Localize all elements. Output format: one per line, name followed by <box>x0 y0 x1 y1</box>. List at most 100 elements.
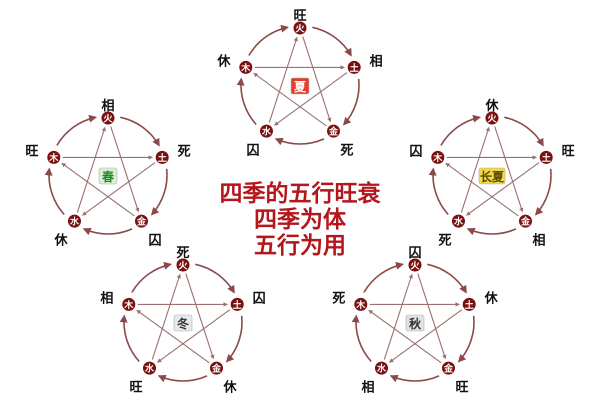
element-name-fire: 火 <box>103 114 113 125</box>
controlling-arrow <box>274 72 348 126</box>
controlling-arrow <box>417 273 447 360</box>
generating-arrow <box>428 167 449 216</box>
generating-arrow <box>363 261 405 293</box>
generating-arrow <box>225 315 243 363</box>
controlling-arrow <box>82 162 156 216</box>
state-label-metal: 囚 <box>148 234 161 249</box>
element-name-water: 水 <box>377 363 387 375</box>
element-name-water: 水 <box>145 363 155 375</box>
state-label-wood: 休 <box>216 53 231 69</box>
state-label-fire: 囚 <box>408 246 421 261</box>
state-label-water: 囚 <box>246 144 259 159</box>
element-name-earth: 土 <box>233 299 242 311</box>
element-node-earth <box>346 59 362 75</box>
controlling-arrow <box>253 72 327 127</box>
generating-arrow <box>342 78 360 126</box>
controlling-arrow <box>389 309 463 363</box>
generating-arrow <box>274 137 325 146</box>
element-name-wood: 木 <box>240 62 251 74</box>
season-name: 长夏 <box>480 169 505 184</box>
state-label-fire: 旺 <box>293 9 306 24</box>
element-node-water <box>451 213 466 229</box>
element-name-fire: 火 <box>410 261 420 272</box>
element-node-water <box>374 360 389 376</box>
element-name-water: 水 <box>70 216 80 228</box>
controlling-arrow <box>151 273 181 360</box>
element-node-fire <box>100 110 116 126</box>
season-badge <box>405 314 425 332</box>
controlling-arrow <box>76 126 106 213</box>
title-line-3: 五行为用 <box>254 232 346 259</box>
state-label-earth: 旺 <box>562 144 575 159</box>
generating-arrow <box>120 116 160 147</box>
diagram-summer: 夏火旺土相金死水囚木休 <box>216 9 382 159</box>
state-label-wood: 死 <box>332 291 345 306</box>
element-node-metal <box>134 213 149 229</box>
element-name-fire: 火 <box>487 114 497 125</box>
generating-arrow <box>466 227 517 236</box>
element-node-fire <box>407 257 423 273</box>
element-name-metal: 金 <box>136 216 147 228</box>
controlling-arrow <box>494 126 524 213</box>
element-node-metal <box>209 360 224 376</box>
generating-arrow <box>312 26 352 57</box>
element-node-metal <box>441 360 456 376</box>
state-label-metal: 旺 <box>455 381 468 396</box>
element-name-wood: 木 <box>355 299 366 311</box>
state-label-water: 相 <box>361 380 374 396</box>
state-label-earth: 相 <box>370 53 383 69</box>
element-node-fire <box>175 257 191 273</box>
title-line-1: 四季的五行旺衰 <box>219 180 381 207</box>
state-label-metal: 死 <box>340 144 353 159</box>
element-name-wood: 木 <box>123 299 134 311</box>
element-name-wood: 木 <box>432 152 443 164</box>
element-name-metal: 金 <box>443 363 454 375</box>
element-node-wood <box>353 296 369 312</box>
element-name-earth: 土 <box>542 152 551 164</box>
generating-arrow <box>236 77 257 126</box>
element-node-wood <box>430 149 446 165</box>
state-label-earth: 死 <box>178 144 191 159</box>
element-node-fire <box>484 110 500 126</box>
element-node-earth <box>154 149 170 165</box>
generating-arrow <box>351 314 372 363</box>
element-name-water: 水 <box>262 126 272 138</box>
generating-arrow <box>427 263 467 294</box>
generating-arrow <box>389 374 440 383</box>
element-node-metal <box>326 123 341 139</box>
diagram-spring: 春火相土死金囚水休木旺 <box>25 98 190 249</box>
element-name-earth: 土 <box>158 152 167 164</box>
element-node-earth <box>229 296 245 312</box>
title-line-2: 四季为体 <box>254 206 346 233</box>
element-name-water: 水 <box>454 216 464 228</box>
season-badge <box>478 167 506 185</box>
controlling-arrow <box>110 126 140 213</box>
element-name-earth: 土 <box>465 299 474 311</box>
season-name: 冬 <box>177 316 189 331</box>
element-node-metal <box>518 213 533 229</box>
diagram-late-summer: 长夏火休土旺金相水死木囚 <box>409 98 574 249</box>
generating-arrow <box>119 314 140 363</box>
element-name-fire: 火 <box>295 24 305 35</box>
season-name: 春 <box>101 169 115 184</box>
season-badge <box>98 167 118 185</box>
element-name-metal: 金 <box>328 126 339 138</box>
state-label-earth: 囚 <box>253 291 266 306</box>
controlling-arrow <box>445 162 519 217</box>
state-label-metal: 相 <box>532 233 545 249</box>
generating-arrow <box>195 263 235 294</box>
element-node-wood <box>46 149 62 165</box>
controlling-arrow <box>185 273 215 360</box>
state-label-fire: 相 <box>101 98 114 114</box>
state-label-fire: 休 <box>484 98 499 114</box>
state-label-wood: 相 <box>100 290 113 306</box>
diagram-winter: 冬火死土囚金休水旺木相 <box>100 246 265 396</box>
element-node-fire <box>292 20 308 36</box>
controlling-arrow <box>302 36 332 123</box>
state-label-earth: 休 <box>484 290 499 306</box>
element-node-water <box>142 360 157 376</box>
element-name-earth: 土 <box>350 62 359 74</box>
generating-arrow <box>457 315 475 363</box>
generating-arrow <box>534 168 552 216</box>
